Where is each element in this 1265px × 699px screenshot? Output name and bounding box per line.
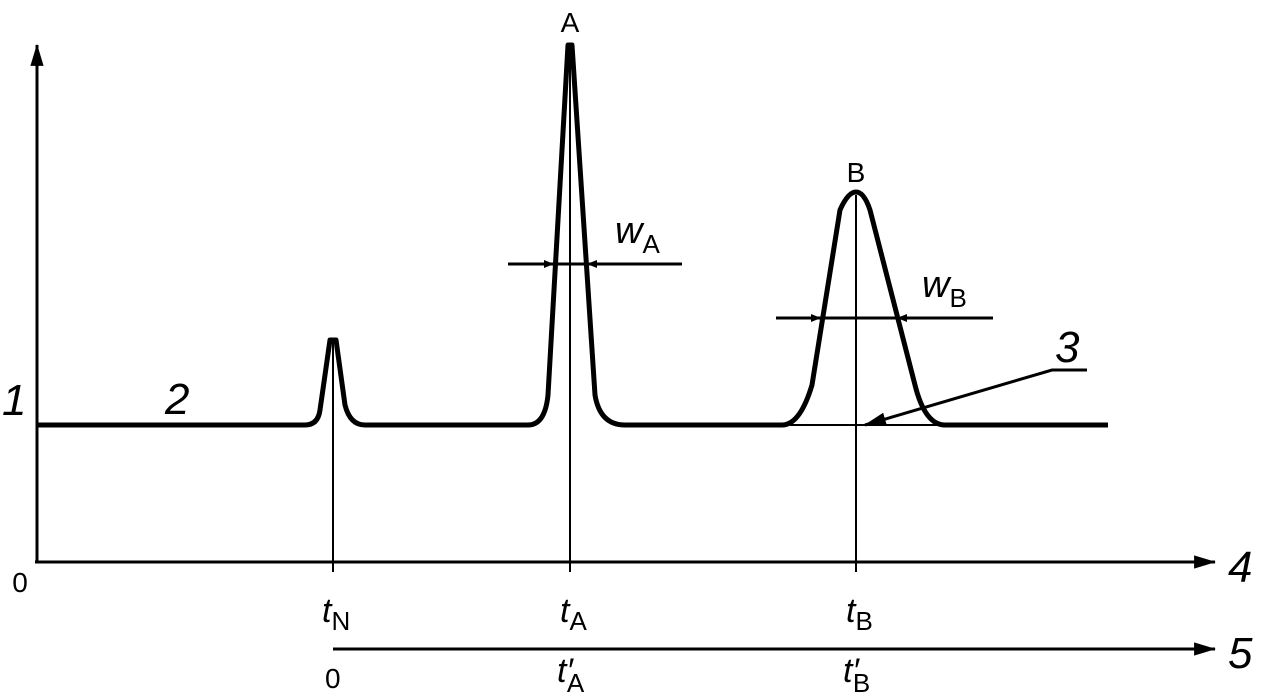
peak-b-label: B <box>847 157 866 188</box>
tick-tb: tB <box>846 592 873 636</box>
origin-label: 0 <box>12 567 28 598</box>
adj-tick-zero: 0 <box>325 663 341 694</box>
callout-3: 3 <box>1055 323 1080 372</box>
wb-label: wB <box>922 264 967 313</box>
peak-a-label: A <box>561 7 580 38</box>
callout-1: 1 <box>2 376 26 425</box>
adj-tick-tb: t′B <box>843 652 870 698</box>
tick-tn: tN <box>322 592 350 636</box>
wa-label: wA <box>615 210 660 259</box>
tick-ta: tA <box>560 592 587 636</box>
adj-tick-ta: t′A <box>557 652 585 698</box>
callout-3-leader <box>863 368 1087 427</box>
callout-4: 4 <box>1228 543 1252 592</box>
callout-2: 2 <box>164 375 189 424</box>
chromatogram-trace <box>37 42 1108 428</box>
callout-5: 5 <box>1228 629 1253 678</box>
